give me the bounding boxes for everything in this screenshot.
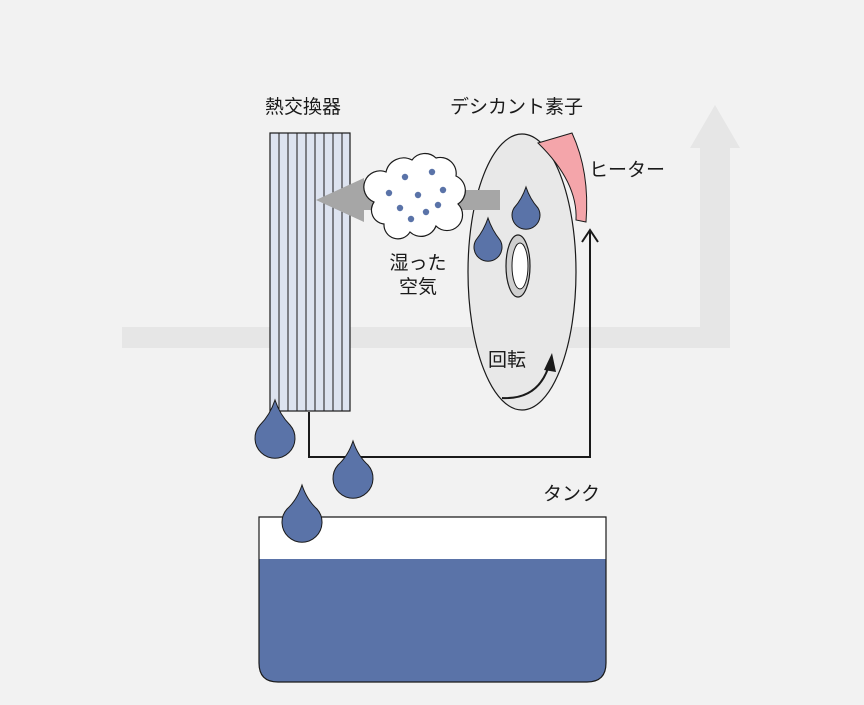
return-line — [308, 232, 591, 458]
rotation-arrowhead — [544, 353, 556, 372]
moisture-dot — [401, 173, 409, 181]
moisture-dot — [422, 208, 430, 216]
moisture-dot — [407, 215, 415, 223]
heater-element — [537, 132, 588, 223]
heat-exchanger-label: 熱交換器 — [265, 96, 342, 118]
return-line-arrowhead — [581, 228, 599, 243]
tank-water — [259, 559, 606, 682]
humid-air-label: 湿った 空気 — [389, 252, 446, 300]
water-drop — [511, 185, 541, 230]
heater-label: ヒーター — [589, 159, 666, 181]
water-droplets — [254, 185, 541, 543]
desiccant-hub-inner — [511, 242, 529, 290]
water-drop — [332, 439, 374, 499]
tank-label: タンク — [543, 483, 601, 505]
humid-air-label-line2: 空気 — [398, 275, 438, 298]
moisture-dot — [439, 186, 447, 194]
rotation-label: 回転 — [488, 349, 527, 371]
cloud-shape — [363, 152, 466, 240]
heat-exchanger — [269, 132, 351, 412]
moisture-dot — [428, 168, 436, 176]
water-drop — [254, 398, 296, 459]
water-drop — [281, 483, 323, 543]
water-drop — [473, 216, 503, 262]
moisture-dots — [385, 168, 447, 223]
moisture-dot — [414, 191, 422, 199]
desiccant-label: デシカント素子 — [450, 96, 584, 118]
humid-air-label-line1: 湿った — [389, 252, 447, 274]
tank-outline — [258, 516, 607, 683]
water-tank — [258, 516, 607, 683]
moisture-dot — [434, 201, 442, 209]
heat-exchanger-body — [269, 132, 351, 412]
moisture-dot — [396, 204, 404, 212]
heat-exchanger-fins — [278, 133, 343, 411]
humid-air-cloud — [363, 152, 466, 240]
moisture-dot — [385, 189, 393, 197]
